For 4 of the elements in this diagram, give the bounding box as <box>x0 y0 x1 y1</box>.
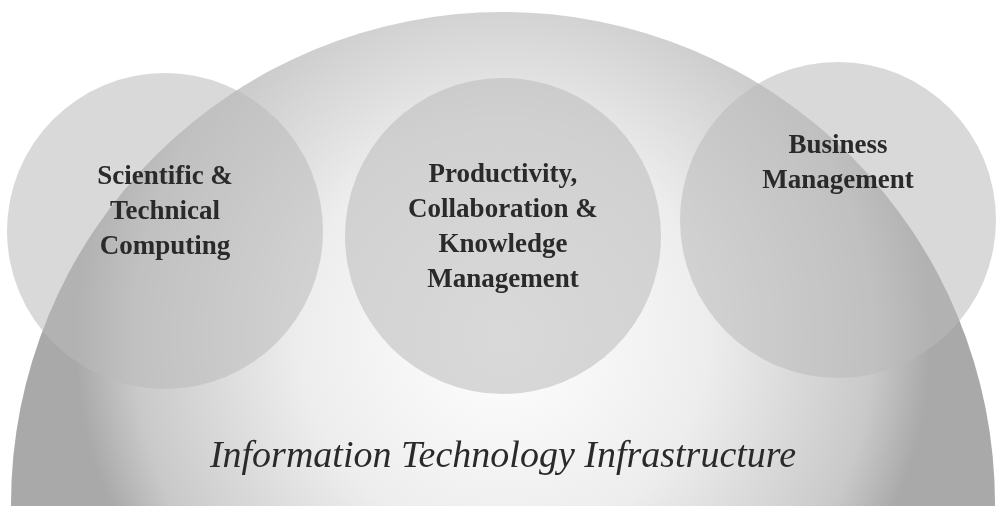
circle-label: Business Management <box>761 128 915 197</box>
circle-label: Scientific & Technical Computing <box>96 159 234 263</box>
dome-label: Information Technology Infrastructure <box>208 432 798 476</box>
circle-label: Productivity, Collaboration & Knowledge Management <box>407 157 599 296</box>
